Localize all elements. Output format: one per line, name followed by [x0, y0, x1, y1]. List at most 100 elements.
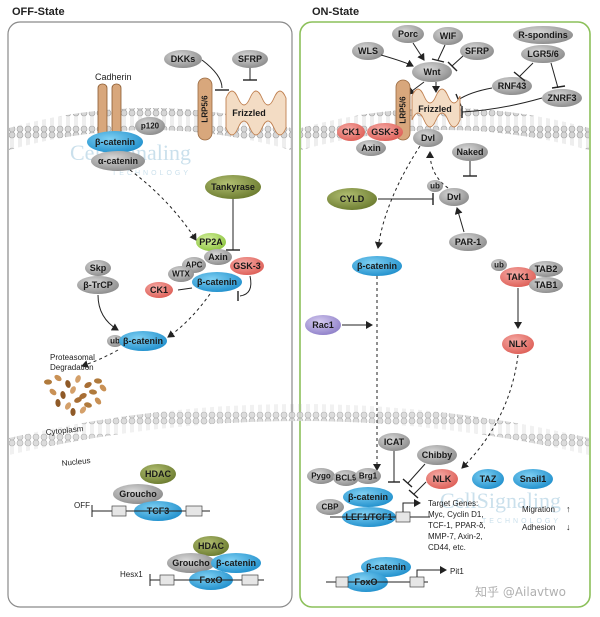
dvl-node-1: Dvl — [413, 129, 443, 147]
svg-text:Groucho: Groucho — [172, 558, 210, 568]
porc-node: Porc — [392, 25, 424, 43]
pygo-node: Pygo — [307, 468, 335, 484]
svg-text:CYLD: CYLD — [340, 194, 365, 204]
dna-on-2 — [326, 566, 447, 588]
svg-text:TECHNOLOGY: TECHNOLOGY — [482, 518, 561, 525]
beta-catenin-complex-node: β-catenin — [192, 272, 242, 292]
degradation-particle — [75, 375, 81, 383]
brg1-node: Brg1 — [355, 468, 381, 484]
migration-up-icon: ↑ — [566, 504, 571, 514]
pit1-label: Pit1 — [450, 567, 464, 576]
ub-node-off: ub — [107, 335, 123, 347]
svg-text:TAZ: TAZ — [480, 474, 497, 484]
ck1-node-on: CK1 — [337, 123, 365, 141]
footer-watermark: 知乎 @Ailavtwo — [475, 585, 566, 599]
svg-text:β-catenin: β-catenin — [95, 137, 135, 147]
hdac-node-1: HDAC — [140, 464, 176, 484]
nlk-node-2: NLK — [426, 469, 458, 489]
degradation-particle — [65, 380, 71, 388]
svg-text:CK1: CK1 — [342, 127, 360, 137]
beta-catenin-membrane-node: β-catenin — [87, 131, 143, 153]
hesx1-label: Hesx1 — [120, 570, 143, 579]
dna-off-1 — [91, 505, 210, 517]
dna-off-2 — [149, 574, 264, 586]
svg-text:Snail1: Snail1 — [520, 474, 547, 484]
svg-text:R-spondins: R-spondins — [518, 30, 568, 40]
svg-text:α-catenin: α-catenin — [98, 156, 138, 166]
degradation-particle — [64, 402, 72, 410]
svg-text:Wnt: Wnt — [424, 67, 441, 77]
ub-node-on-2: ub — [491, 259, 507, 271]
svg-text:Dvl: Dvl — [447, 192, 461, 202]
svg-text:LRP5/6: LRP5/6 — [201, 95, 210, 123]
pp2a-node: PP2A — [196, 233, 226, 251]
svg-text:Axin: Axin — [361, 143, 381, 153]
svg-text:MMP-7, Axin-2,: MMP-7, Axin-2, — [428, 532, 483, 541]
svg-text:APC: APC — [186, 261, 203, 270]
svg-text:Tankyrase: Tankyrase — [211, 182, 255, 192]
chibby-node: Chibby — [417, 445, 457, 465]
btrcp-node: β-TrCP — [77, 276, 119, 294]
svg-text:β-catenin: β-catenin — [123, 336, 163, 346]
axin-node-on: Axin — [356, 140, 386, 156]
on-state-title: ON-State — [312, 6, 359, 18]
svg-text:CBP: CBP — [322, 503, 340, 512]
svg-text:Porc: Porc — [398, 29, 418, 39]
degradation-particle — [54, 374, 62, 382]
taz-node: TAZ — [472, 469, 504, 489]
svg-text:β-catenin: β-catenin — [216, 558, 256, 568]
svg-text:Groucho: Groucho — [119, 489, 157, 499]
gsk3-node-on: GSK-3 — [367, 123, 403, 141]
degradation-particles — [44, 374, 107, 416]
on-state-panel — [299, 21, 591, 608]
degradation-particle — [70, 386, 76, 394]
degradation-particle — [99, 384, 107, 392]
migration-label: Migration — [522, 505, 555, 514]
nlk-node-1: NLK — [502, 334, 534, 354]
svg-text:p120: p120 — [141, 122, 160, 131]
svg-text:GSK-3: GSK-3 — [371, 127, 399, 137]
svg-text:WTX: WTX — [172, 270, 190, 279]
svg-text:β-catenin: β-catenin — [357, 261, 397, 271]
frizzled-node-on: Frizzled — [411, 88, 461, 128]
naked-node: Naked — [452, 143, 488, 161]
tab1-node: TAB1 — [529, 277, 563, 293]
svg-text:Rac1: Rac1 — [312, 320, 334, 330]
degradation-particle — [44, 379, 52, 385]
dvl-node-2: Dvl — [439, 188, 469, 206]
cyld-node: CYLD — [327, 188, 377, 210]
sfrp-node-on: SFRP — [460, 42, 494, 60]
cytoplasm-label: Cytoplasm — [45, 424, 84, 437]
adhesion-down-icon: ↓ — [566, 522, 571, 532]
svg-text:β-catenin: β-catenin — [348, 492, 388, 502]
svg-text:LRP5/6: LRP5/6 — [399, 96, 408, 124]
rspondins-node: R-spondins — [513, 26, 573, 44]
svg-text:DKKs: DKKs — [171, 54, 196, 64]
svg-text:β-catenin: β-catenin — [197, 277, 237, 287]
cadherin-icon — [97, 83, 122, 145]
svg-text:ub: ub — [494, 261, 504, 270]
svg-text:Target Genes:: Target Genes: — [428, 499, 478, 508]
cadherin-label: Cadherin — [95, 72, 132, 82]
svg-text:TAK1: TAK1 — [507, 272, 530, 282]
degradation-particle — [84, 381, 92, 389]
lgr-node: LGR5/6 — [521, 45, 565, 63]
svg-text:WLS: WLS — [358, 46, 378, 56]
snail1-node: Snail1 — [513, 469, 553, 489]
svg-text:CellSignaling: CellSignaling — [440, 488, 561, 513]
p120-node: p120 — [135, 117, 165, 135]
axin-node-off: Axin — [204, 249, 232, 265]
frizzled-node-off: Frizzled — [225, 90, 287, 136]
groucho-node-2: Groucho — [167, 553, 215, 573]
lrp-node-off: LRP5/6 — [197, 77, 213, 141]
svg-text:TECHNOLOGY: TECHNOLOGY — [112, 170, 191, 177]
rnf43-node: RNF43 — [492, 77, 532, 95]
beta-catenin-ub-node: β-catenin — [119, 331, 167, 351]
wls-node: WLS — [352, 42, 384, 60]
svg-text:Axin: Axin — [208, 252, 228, 262]
par1-node: PAR-1 — [449, 233, 487, 251]
lrp-node-on: LRP5/6 — [395, 79, 411, 141]
svg-text:CK1: CK1 — [150, 285, 168, 295]
svg-text:NLK: NLK — [433, 474, 452, 484]
